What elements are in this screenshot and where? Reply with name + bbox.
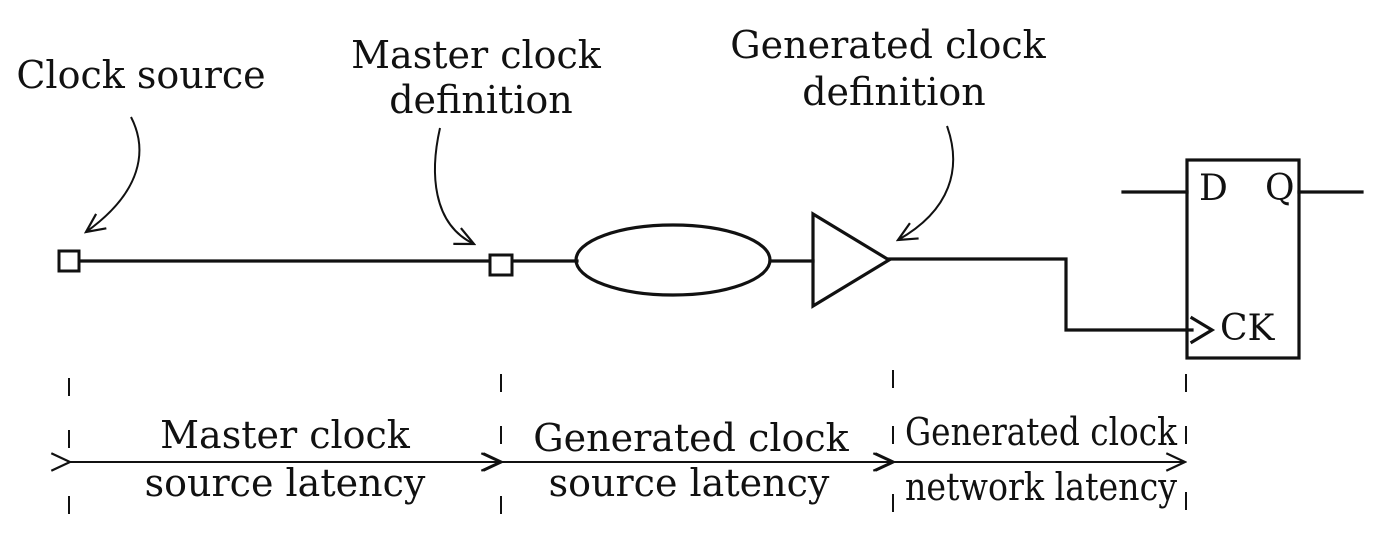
clock-source-pointer-arrow [86, 116, 141, 232]
master-clock-definition-label-line1: Master clock [351, 33, 602, 77]
master-clock-definition-pin [488, 253, 514, 277]
master-clock-definition-label-line2: definition [389, 78, 573, 122]
clock-buffer [811, 211, 893, 309]
generated-clock-definition-label-line1: Generated clock [730, 23, 1046, 67]
master-clock-definition-pointer-arrow [434, 127, 474, 244]
generated-network-latency-label-line1: Generated clock [905, 410, 1178, 454]
generated-source-latency-label-line1: Generated clock [533, 416, 849, 460]
generated-clock-definition-pointer-arrow [898, 125, 955, 240]
clock-network-wire [887, 257, 1194, 332]
generated-source-latency-label-line2: source latency [549, 461, 830, 505]
clock-source-label: Clock source [16, 53, 265, 97]
generated-network-latency-label-line2: network latency [905, 465, 1177, 509]
clock-input-triangle [1189, 315, 1216, 345]
flip-flop-ck-pin-label: CK [1220, 308, 1276, 349]
clock-logic-cloud [574, 223, 772, 297]
generated-clock-definition-label-line2: definition [802, 70, 986, 114]
flip-flop-box [1185, 158, 1301, 360]
flip-flop-d-pin-label: D [1199, 168, 1228, 209]
clock-source-pin [57, 249, 81, 273]
master-source-latency-label-line2: source latency [145, 461, 426, 505]
flip-flop-q-pin-label: Q [1265, 168, 1295, 209]
master-source-latency-label-line1: Master clock [160, 413, 411, 457]
